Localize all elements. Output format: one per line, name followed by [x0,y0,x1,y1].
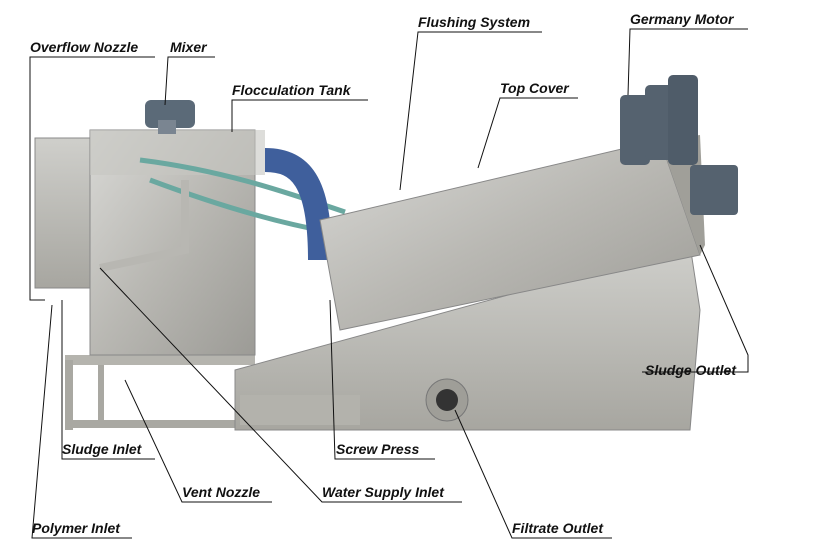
flocculation-tank [34,129,265,356]
label-polymer-inlet: Polymer Inlet [32,520,120,536]
label-flushing-system: Flushing System [418,14,531,30]
mixer [145,100,195,134]
label-sludge-inlet: Sludge Inlet [62,441,142,457]
leader-lines [29,28,749,539]
label-vent-nozzle: Vent Nozzle [182,484,261,500]
pipes [99,148,346,272]
label-water-supply-inlet: Water Supply Inlet [322,484,444,500]
label-screw-press: Screw Press [336,441,420,457]
label-filtrate-outlet: Filtrate Outlet [512,520,604,536]
label-germany-motor: Germany Motor [630,11,734,27]
label-flocculation-tank: Flocculation Tank [232,82,351,98]
label-sludge-outlet: Sludge Outlet [645,362,736,378]
motors [620,75,738,215]
label-mixer: Mixer [170,39,207,55]
frame-base [65,355,255,430]
screw-press-body [234,135,705,431]
label-top-cover: Top Cover [500,80,569,96]
label-overflow-nozzle: Overflow Nozzle [30,39,139,55]
filtrate-outlet-flange [425,378,469,422]
